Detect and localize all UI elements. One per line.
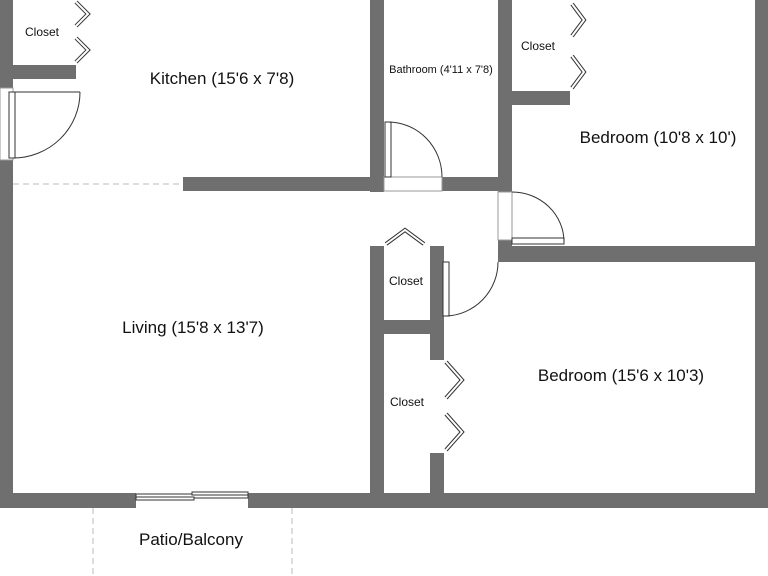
outer-wall-bottom-left bbox=[0, 493, 136, 508]
bedroom-bottom-closet-bifold-door[interactable] bbox=[444, 360, 465, 452]
hall-closet-mid-wall bbox=[370, 320, 444, 334]
bedroom-top-closet-wall bbox=[498, 91, 570, 105]
hall-closet-bifold-door[interactable] bbox=[384, 227, 426, 246]
bedroom-bottom-label: Bedroom (15'6 x 10'3) bbox=[538, 366, 704, 385]
patio-sliding-door[interactable] bbox=[135, 491, 249, 501]
bathroom-door[interactable] bbox=[383, 121, 443, 192]
bedrooms-divider-wall bbox=[498, 246, 768, 262]
living-label: Living (15'8 x 13'7) bbox=[122, 318, 264, 337]
bedroom-top-closet-label: Closet bbox=[521, 39, 556, 53]
hall-closet-label: Closet bbox=[389, 274, 424, 288]
kitchen-closet-label: Closet bbox=[25, 25, 60, 39]
patio-label: Patio/Balcony bbox=[139, 530, 243, 549]
bedroom-closet-right-wall-bottom bbox=[430, 453, 444, 508]
hall-closet-top-wall bbox=[370, 246, 384, 260]
entry-door[interactable] bbox=[0, 87, 81, 161]
bedroom-bottom-closet-label: Closet bbox=[390, 395, 425, 409]
hall-closet-right-wall-2 bbox=[430, 246, 444, 360]
hall-closet-left-wall bbox=[370, 246, 384, 508]
bedroom-top-label: Bedroom (10'8 x 10') bbox=[580, 128, 737, 147]
bathroom-bottom-wall bbox=[442, 177, 512, 191]
kitchen-label: Kitchen (15'6 x 7'8) bbox=[150, 69, 294, 88]
kitchen-closet-bifold-door[interactable] bbox=[74, 0, 91, 64]
bedroom-bottom-door[interactable] bbox=[442, 261, 499, 317]
kitchen-living-wall bbox=[183, 177, 384, 191]
walls bbox=[0, 0, 768, 508]
bedroom-top-closet-bifold-door[interactable] bbox=[570, 2, 587, 90]
outer-wall-bottom-right bbox=[248, 493, 768, 508]
kitchen-closet-bottom-wall bbox=[0, 65, 76, 79]
bathroom-label: Bathroom (4'11 x 7'8) bbox=[389, 64, 493, 76]
outer-wall-left-bottom bbox=[0, 160, 13, 508]
bedroom-top-door[interactable] bbox=[497, 191, 565, 245]
bathroom-left-wall bbox=[370, 0, 384, 192]
